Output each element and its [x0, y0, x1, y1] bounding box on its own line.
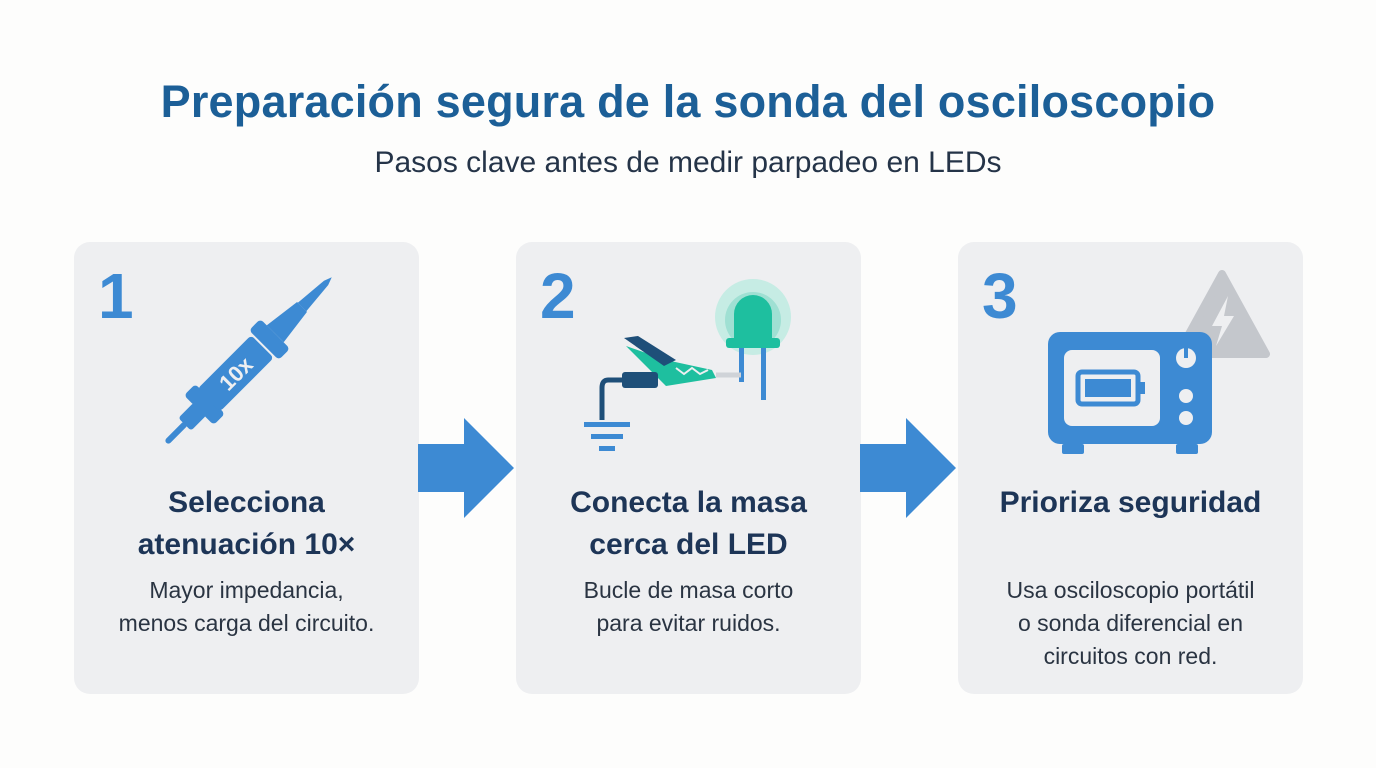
arrow-right-icon	[418, 418, 514, 518]
step-heading: Prioriza seguridad	[999, 486, 1262, 519]
step-heading: Selecciona atenuación 10×	[137, 486, 356, 561]
page-subtitle: Pasos clave antes de medir parpadeo en L…	[374, 146, 1002, 179]
step-number: 2	[540, 260, 576, 332]
page-title: Preparación segura de la sonda del oscil…	[160, 76, 1216, 127]
oscilloscope-warning-icon	[1048, 270, 1270, 454]
step-card-3: 3 Prioriza seguridad Usa osciloscopio po…	[958, 242, 1303, 694]
ground-clip-led-icon	[584, 279, 791, 451]
arrow-right-icon	[860, 418, 956, 518]
oscilloscope-icon	[1048, 332, 1212, 454]
step-description: Bucle de masa corto para evitar ruidos.	[583, 577, 794, 636]
step-description: Usa osciloscopio portátil o sonda difere…	[1006, 577, 1255, 669]
step-heading: Conecta la masa cerca del LED	[570, 486, 807, 561]
step-number: 3	[982, 260, 1018, 332]
step-number: 1	[98, 260, 134, 332]
probe-icon: 10x	[165, 277, 332, 444]
step-card-2: 2 Conecta la masa cerca del LED Bucle de…	[516, 242, 861, 694]
step-card-1: 1 10x Selecciona atenuación 10× Mayor im…	[74, 242, 419, 694]
step-description: Mayor impedancia, menos carga del circui…	[118, 577, 375, 636]
